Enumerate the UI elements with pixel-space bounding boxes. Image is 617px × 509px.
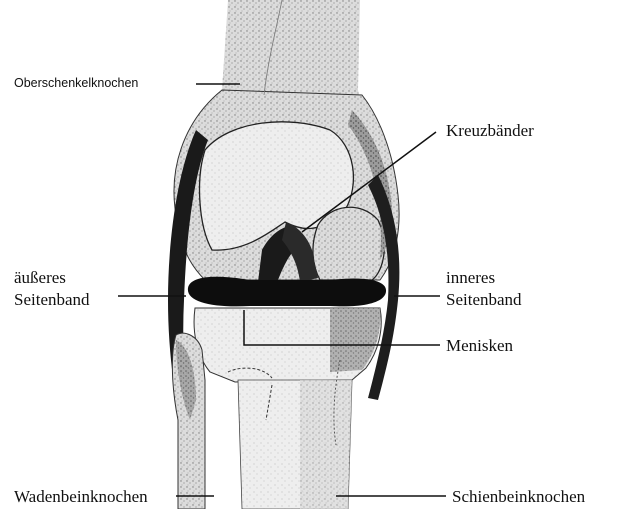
- label-medial-ligament-line1: inneres: [446, 268, 495, 288]
- label-femur: Oberschenkelknochen: [14, 76, 138, 91]
- label-menisci: Menisken: [446, 336, 513, 356]
- label-cruciate-ligaments: Kreuzbänder: [446, 121, 534, 141]
- label-fibula: Wadenbeinknochen: [14, 487, 148, 507]
- label-lateral-ligament-line2: Seitenband: [14, 290, 90, 310]
- medial-condyle: [313, 207, 384, 280]
- label-medial-ligament-line2: Seitenband: [446, 290, 522, 310]
- label-tibia: Schienbeinknochen: [452, 487, 585, 507]
- menisci-band: [188, 277, 386, 307]
- label-lateral-ligament-line1: äußeres: [14, 268, 66, 288]
